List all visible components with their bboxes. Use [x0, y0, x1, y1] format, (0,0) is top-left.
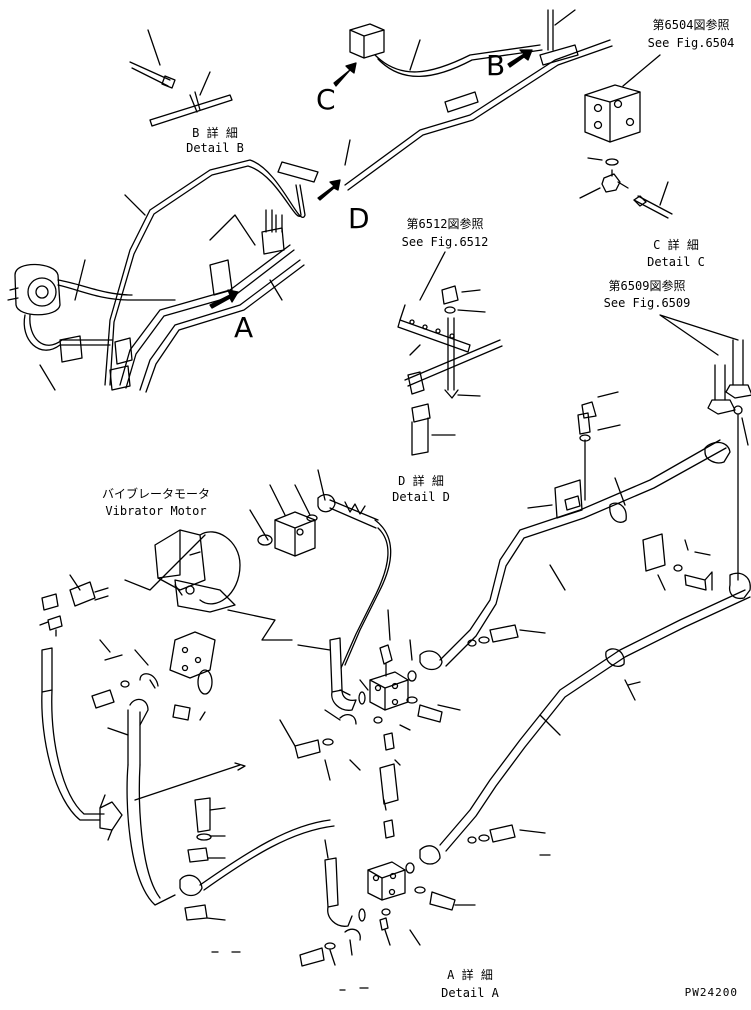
ref-6509-en: See Fig.6509 — [603, 296, 691, 310]
motor-label-jp: バイブレータモータ — [101, 487, 210, 501]
drawing-number: PW24200 — [684, 986, 738, 999]
detail-b-title-en: Detail B — [186, 141, 244, 155]
detail-d-title-en: Detail D — [392, 490, 450, 504]
detail-a-title-jp: A 詳 細 — [447, 968, 493, 982]
detail-d-title-jp: D 詳 細 — [398, 474, 444, 488]
detail-d-drawing — [397, 251, 503, 456]
detail-a-drawing — [279, 609, 476, 991]
callout-b: B — [486, 49, 506, 82]
ref-6504-en: See Fig.6504 — [647, 36, 735, 50]
detail-b-drawing — [129, 29, 233, 127]
motor-assembly — [39, 469, 392, 953]
motor-label-en: Vibrator Motor — [105, 504, 207, 518]
right-pipe-assembly — [419, 314, 751, 865]
ref-6504-jp: 第6504図参照 — [652, 18, 730, 32]
callout-d: D — [348, 202, 370, 235]
detail-c-title-jp: C 詳 細 — [653, 238, 699, 252]
ref-6509-jp: 第6509図参照 — [608, 279, 686, 293]
detail-c-title-en: Detail C — [647, 255, 705, 269]
detail-a-title-en: Detail A — [441, 986, 499, 1000]
ref-6512-en: See Fig.6512 — [401, 235, 489, 249]
ref-6512-jp: 第6512図参照 — [406, 217, 484, 231]
overview-assembly — [7, 9, 613, 393]
detail-c-drawing — [579, 54, 673, 219]
callout-c: C — [316, 83, 336, 116]
callout-a: A — [234, 311, 254, 344]
detail-b-title-jp: B 詳 細 — [192, 126, 238, 140]
